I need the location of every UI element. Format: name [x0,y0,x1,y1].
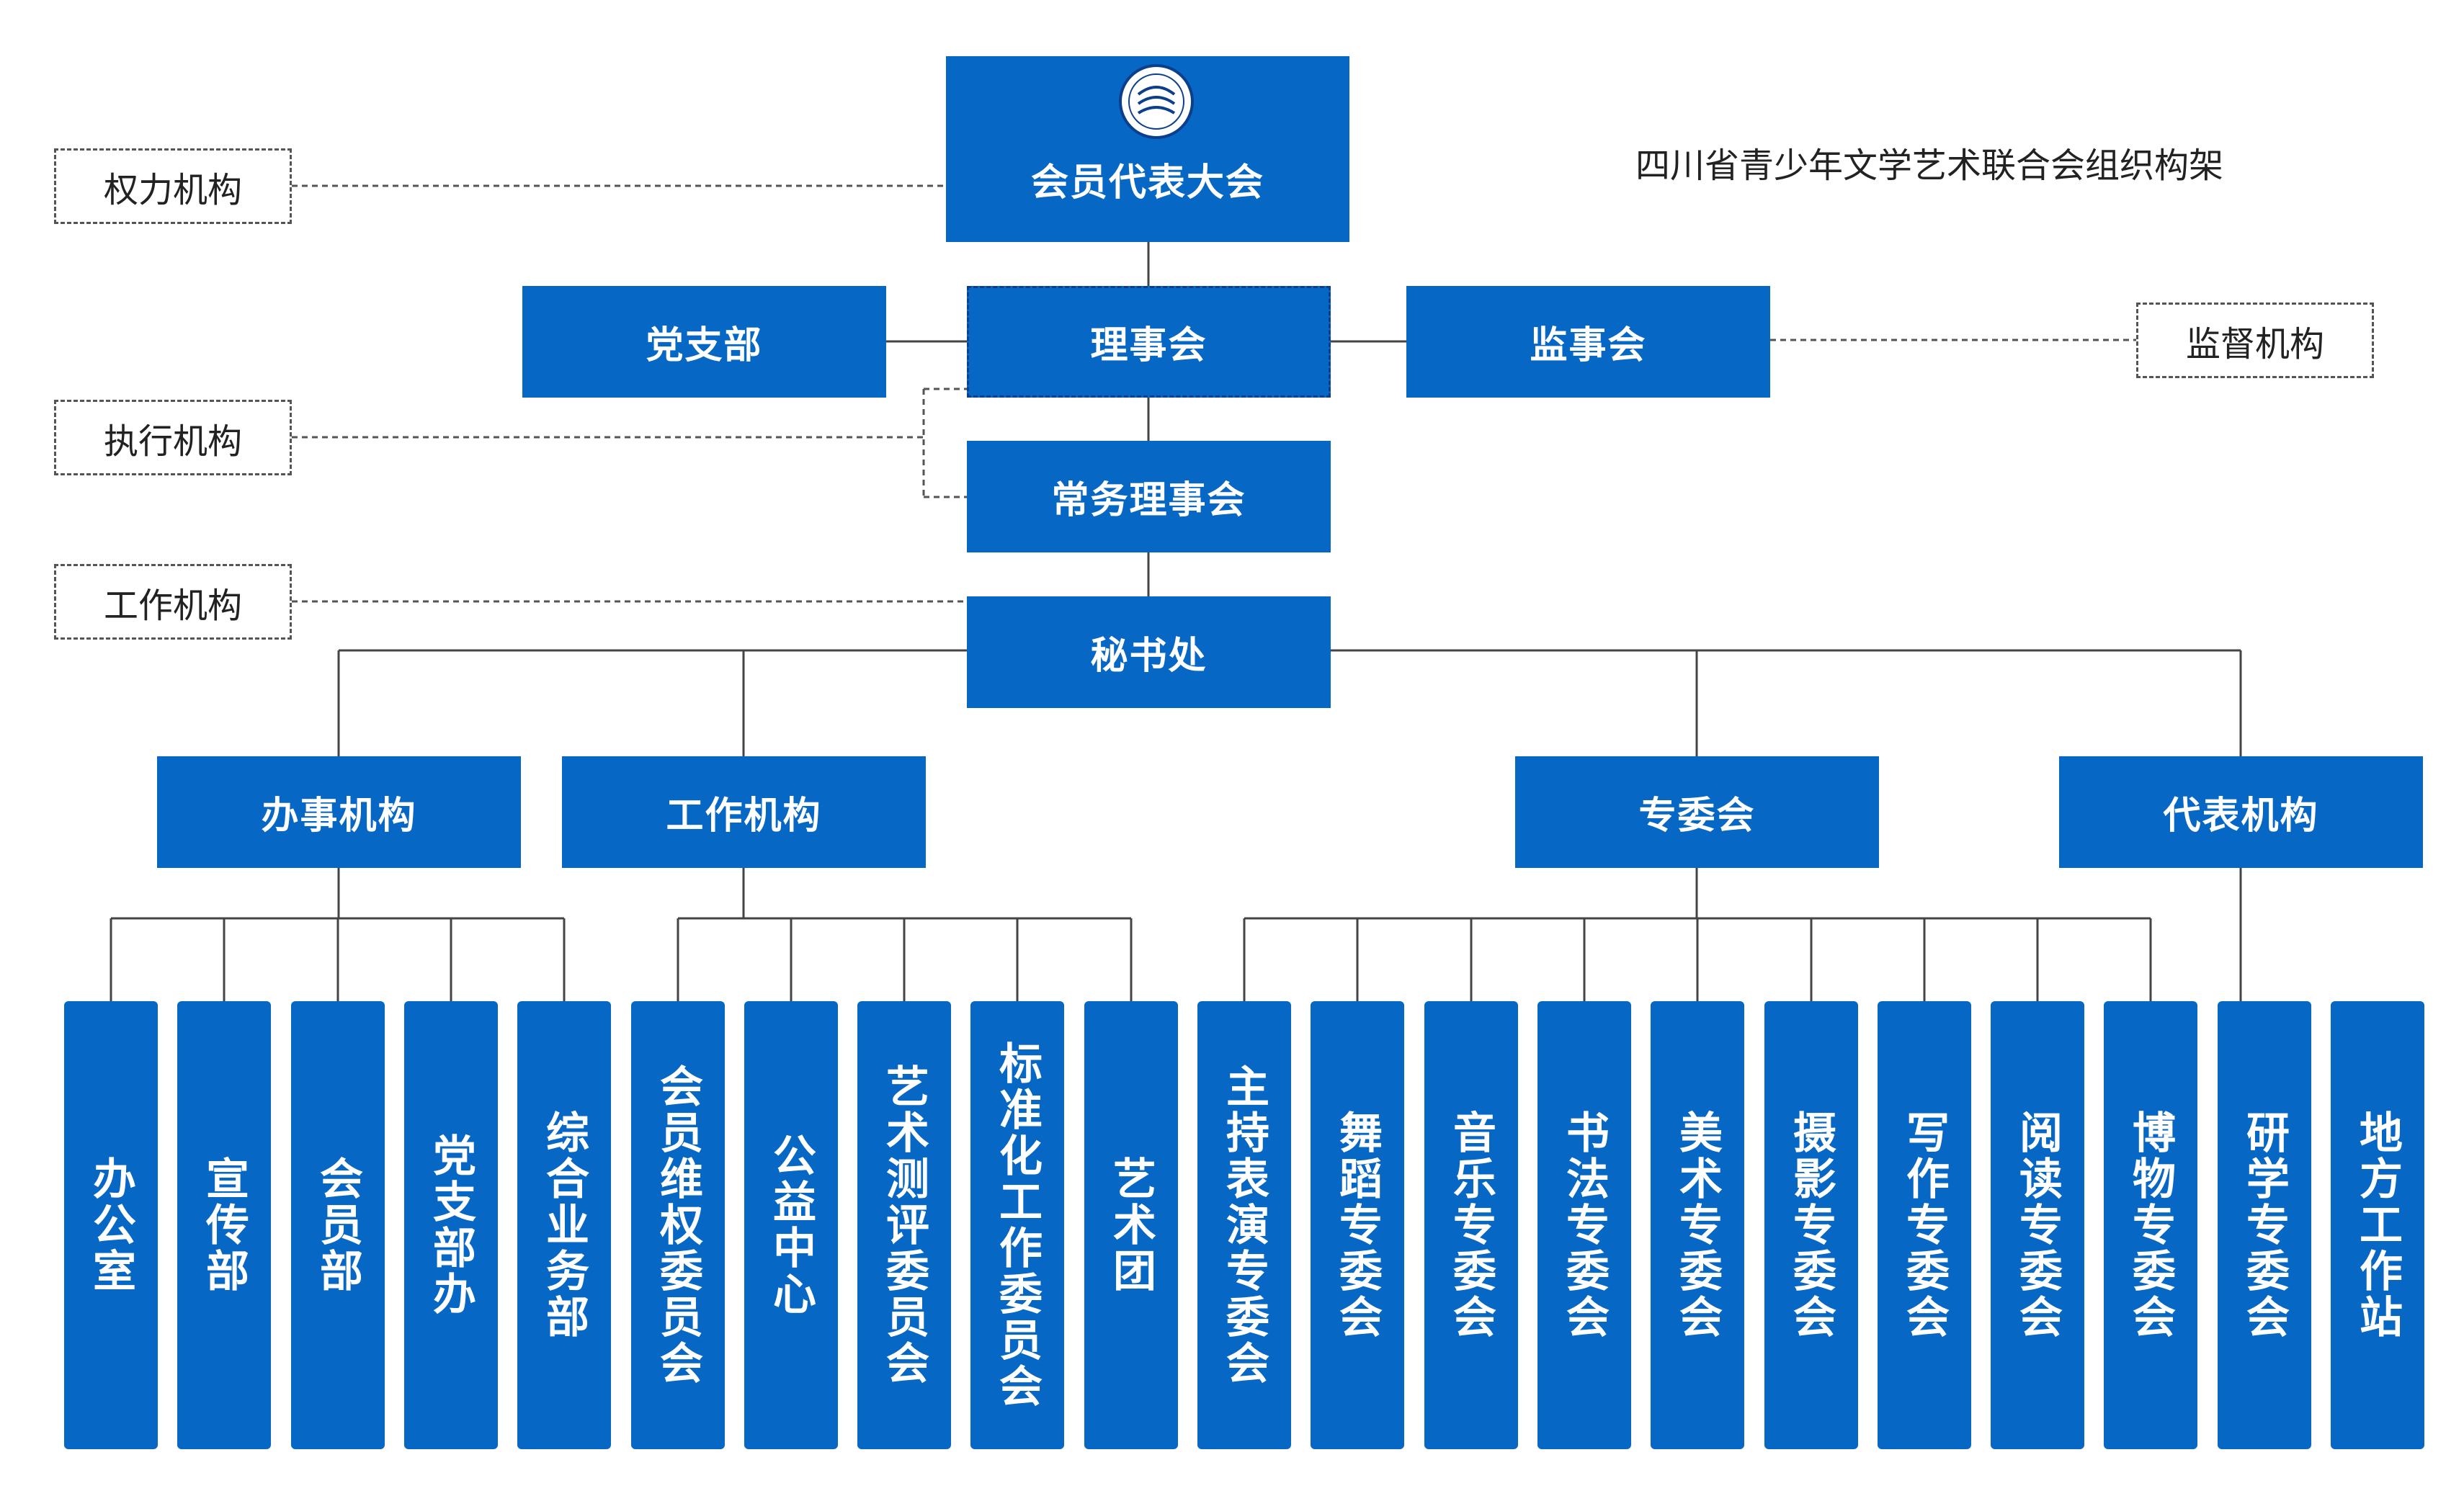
secretariat-box: 秘书处 [967,596,1331,708]
council-box: 理事会 [967,286,1331,398]
leaf-box-17: 写作专委会 [1878,1001,1971,1449]
leaf-box-16: 摄影专委会 [1764,1001,1858,1449]
leaf-box-10: 艺术团 [1084,1001,1178,1449]
side-label-supervise: 监督机构 [2136,303,2374,378]
leaf-box-1: 办公室 [64,1001,158,1449]
leaf-box-21: 地方工作站 [2331,1001,2424,1449]
leaf-box-19: 博物专委会 [2104,1001,2197,1449]
leaf-box-6: 会员维权委员会 [631,1001,725,1449]
chart-title: 四川省青少年文学艺术联合会组织构架 [1635,145,2224,186]
leaf-box-12: 舞蹈专委会 [1311,1001,1404,1449]
leaf-box-11: 主持表演专委会 [1197,1001,1291,1449]
supervisory-board-box: 监事会 [1406,286,1770,398]
standing-council-box: 常务理事会 [967,441,1331,552]
leaf-box-3: 会员部 [291,1001,385,1449]
branch-office-box: 办事机构 [157,756,521,868]
members-congress-label: 会员代表大会 [1030,161,1264,205]
emblem-icon [1119,64,1194,139]
side-label-work: 工作机构 [54,564,292,640]
branch-work-box: 工作机构 [562,756,926,868]
party-branch-box: 党支部 [522,286,886,398]
leaf-box-9: 标准化工作委员会 [970,1001,1064,1449]
leaf-box-5: 综合业务部 [517,1001,611,1449]
leaf-box-7: 公益中心 [744,1001,838,1449]
side-label-power: 权力机构 [54,148,292,224]
leaf-box-13: 音乐专委会 [1424,1001,1518,1449]
leaf-box-14: 书法专委会 [1537,1001,1631,1449]
leaf-box-20: 研学专委会 [2218,1001,2311,1449]
branch-committee-box: 专委会 [1515,756,1879,868]
leaf-box-8: 艺术测评委员会 [857,1001,951,1449]
leaf-box-18: 阅读专委会 [1991,1001,2084,1449]
side-label-execute: 执行机构 [54,400,292,475]
branch-representative-box: 代表机构 [2059,756,2423,868]
leaf-box-2: 宣传部 [177,1001,271,1449]
leaf-box-4: 党支部办 [404,1001,498,1449]
leaf-box-15: 美术专委会 [1651,1001,1744,1449]
